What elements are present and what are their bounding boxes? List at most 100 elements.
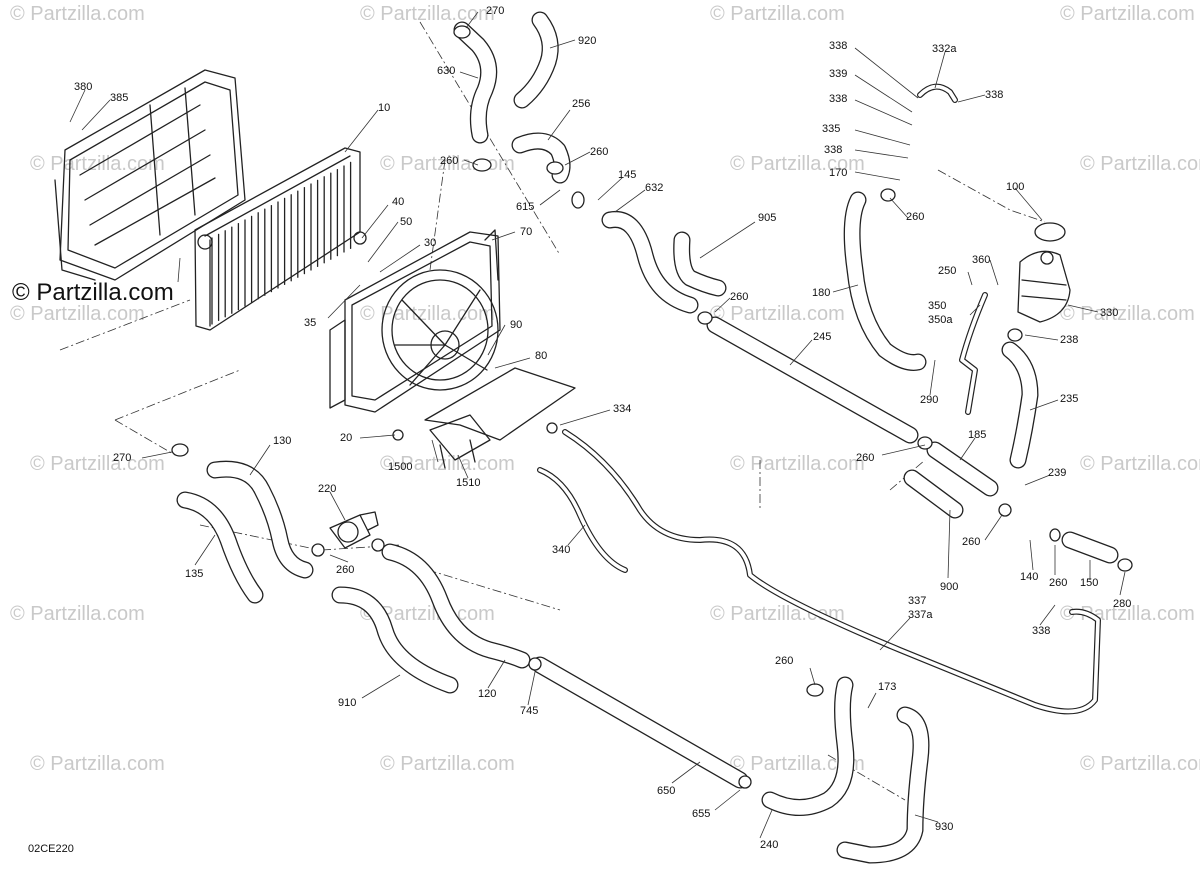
watermark-1: © Partzilla.com	[360, 3, 495, 25]
callout-245: 245	[813, 331, 831, 343]
callout-338-b: 338	[985, 89, 1003, 101]
callout-90: 90	[510, 319, 522, 331]
watermark-16: © Partzilla.com	[10, 603, 145, 625]
watermark-17: © Partzilla.com	[360, 603, 495, 625]
watermark-13: © Partzilla.com	[380, 453, 515, 475]
callout-180: 180	[812, 287, 830, 299]
watermark-15: © Partzilla.com	[1080, 453, 1200, 475]
callout-35: 35	[304, 317, 316, 329]
callout-332a: 332a	[932, 43, 957, 55]
callout-260-e: 260	[856, 452, 874, 464]
callout-655: 655	[692, 808, 710, 820]
callout-334: 334	[613, 403, 631, 415]
brand-logo-text: © Partzilla.com	[12, 279, 174, 306]
callout-145: 145	[618, 169, 636, 181]
callout-340: 340	[552, 544, 570, 556]
callout-260-b: 260	[440, 155, 458, 167]
watermark-20: © Partzilla.com	[30, 753, 165, 775]
watermark-21: © Partzilla.com	[380, 753, 515, 775]
callout-235: 235	[1060, 393, 1078, 405]
callout-385: 385	[110, 92, 128, 104]
watermark-6: © Partzilla.com	[730, 153, 865, 175]
callout-256: 256	[572, 98, 590, 110]
callout-1500: 1500	[388, 461, 412, 473]
leader-lines	[69, 11, 1126, 839]
callout-270-top: 270	[486, 5, 504, 17]
callout-338-c: 338	[829, 93, 847, 105]
clamps	[171, 25, 1133, 789]
callout-338-d: 338	[824, 144, 842, 156]
callout-335: 335	[822, 123, 840, 135]
watermark-14: © Partzilla.com	[730, 453, 865, 475]
callout-20: 20	[340, 432, 352, 444]
hoses	[176, 11, 1119, 864]
thermostat-housing	[329, 511, 379, 549]
callout-100: 100	[1006, 181, 1024, 193]
callout-238: 238	[1060, 334, 1078, 346]
drawing-code: 02CE220	[28, 843, 74, 855]
watermark-12: © Partzilla.com	[30, 453, 165, 475]
callout-40: 40	[392, 196, 404, 208]
callout-745: 745	[520, 705, 538, 717]
callout-930: 930	[935, 821, 953, 833]
callout-337: 337	[908, 595, 926, 607]
callout-350: 350	[928, 300, 946, 312]
coolant-reservoir	[1017, 222, 1071, 323]
callout-270-left: 270	[113, 452, 131, 464]
callout-70: 70	[520, 226, 532, 238]
watermark-8: © Partzilla.com	[10, 303, 145, 325]
callout-337a: 337a	[908, 609, 933, 621]
callout-280: 280	[1113, 598, 1131, 610]
watermark-22: © Partzilla.com	[730, 753, 865, 775]
callout-220: 220	[318, 483, 336, 495]
callout-10: 10	[378, 102, 390, 114]
radiator-shroud	[54, 69, 246, 281]
callout-150: 150	[1080, 577, 1098, 589]
callout-632: 632	[645, 182, 663, 194]
callout-239: 239	[1048, 467, 1066, 479]
callout-260-c: 260	[730, 291, 748, 303]
callout-338-a: 338	[829, 40, 847, 52]
callout-185: 185	[968, 429, 986, 441]
callout-650: 650	[657, 785, 675, 797]
callout-50: 50	[400, 216, 412, 228]
callout-910: 910	[338, 697, 356, 709]
callout-30: 30	[424, 237, 436, 249]
callout-260-a: 260	[590, 146, 608, 158]
tubes	[531, 316, 919, 789]
callout-120: 120	[478, 688, 496, 700]
callout-135: 135	[185, 568, 203, 580]
callout-260-f: 260	[962, 536, 980, 548]
callout-380: 380	[74, 81, 92, 93]
callout-350a: 350a	[928, 314, 953, 326]
callout-250: 250	[938, 265, 956, 277]
thin-lines	[537, 83, 1101, 715]
callout-260-i: 260	[775, 655, 793, 667]
watermark-10: © Partzilla.com	[710, 303, 845, 325]
callout-260-h: 260	[336, 564, 354, 576]
watermark-3: © Partzilla.com	[1060, 3, 1195, 25]
callout-130: 130	[273, 435, 291, 447]
callout-920: 920	[578, 35, 596, 47]
callout-290: 290	[920, 394, 938, 406]
callout-630: 630	[437, 65, 455, 77]
callout-240: 240	[760, 839, 778, 851]
radiator-core	[194, 147, 367, 331]
callout-905: 905	[758, 212, 776, 224]
callout-360: 360	[972, 254, 990, 266]
watermark-23: © Partzilla.com	[1080, 753, 1200, 775]
callout-339: 339	[829, 68, 847, 80]
callout-615: 615	[516, 201, 534, 213]
fan-bracket	[424, 367, 576, 469]
watermark-0: © Partzilla.com	[10, 3, 145, 25]
callout-330: 330	[1100, 307, 1118, 319]
callout-80: 80	[535, 350, 547, 362]
callout-173: 173	[878, 681, 896, 693]
callout-900: 900	[940, 581, 958, 593]
callouts: 270 920 630 256 260 260 145 632 615 380 …	[74, 5, 1131, 851]
watermark-2: © Partzilla.com	[710, 3, 845, 25]
callout-140: 140	[1020, 571, 1038, 583]
